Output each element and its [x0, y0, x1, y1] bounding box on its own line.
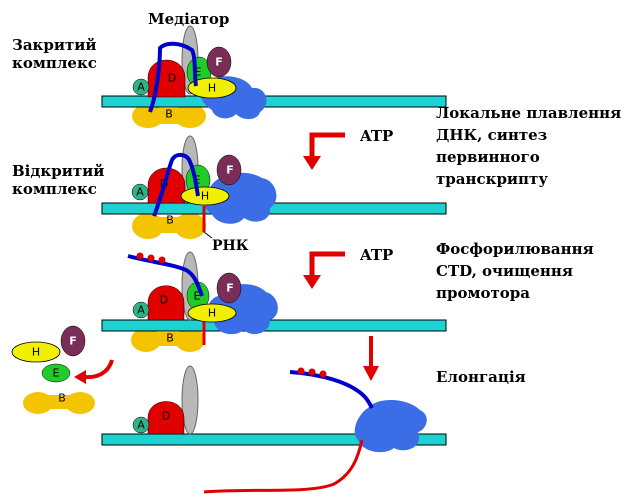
step1-line-3: первинного [436, 148, 540, 166]
closed-complex: B D A E F H [101, 25, 447, 128]
step1-line-4: транскрипту [436, 170, 548, 188]
factor-d-label: D [160, 294, 168, 307]
rna-polymerase [354, 399, 427, 453]
ctd-tail [148, 41, 198, 113]
mediator-label: Медіатор [148, 10, 229, 28]
rna-label: РНК [212, 238, 249, 254]
phosphate-dot [308, 368, 316, 376]
atp-arrow-2 [303, 251, 345, 289]
step2-line-2: CTD, очищення [436, 262, 573, 280]
phosphate-dot [136, 252, 144, 260]
step1-line-2: ДНК, синтез [436, 126, 547, 144]
factor-h-label: H [208, 307, 216, 320]
phosphate-dot [297, 367, 305, 375]
rna-transcript [203, 439, 364, 494]
phosphate-dot [319, 370, 327, 378]
step1-line-1: Локальне плавлення [436, 104, 621, 122]
elongation-label: Елонгація [436, 368, 526, 386]
elongation-complex: D A [101, 365, 447, 494]
factor-d-label: D [168, 72, 176, 85]
open-complex: B D A E F H [101, 135, 447, 239]
closed-complex-label-2: комплекс [12, 54, 97, 72]
rna-polymerase [203, 172, 277, 224]
factor-a-label: A [137, 304, 145, 317]
closed-complex-label-1: Закритий [12, 36, 97, 54]
phosphorylation-complex: B D A E F H [101, 251, 447, 352]
released-factors: H F E B [11, 325, 114, 414]
phosphate-dot [147, 254, 155, 262]
open-complex-label-2: комплекс [12, 180, 97, 198]
factor-d-label: D [162, 410, 170, 423]
elongation-arrow [363, 336, 379, 381]
dna-strand [101, 95, 447, 108]
atp-label-2: ATP [359, 246, 393, 264]
step2-line-1: Фосфорилювання [436, 240, 594, 258]
factor-h-label: H [208, 82, 216, 95]
factor-f-label: F [69, 335, 77, 348]
ctd-tail [289, 370, 374, 409]
factor-b-label: B [58, 392, 66, 405]
open-complex-label-1: Відкритий [12, 162, 104, 180]
factor-h-label: H [32, 346, 40, 359]
factor-b-label: B [166, 214, 174, 227]
ctd-tail [152, 153, 200, 217]
factor-f-label: F [226, 282, 234, 295]
factor-b-label: B [166, 332, 174, 345]
factor-b-label: B [165, 108, 173, 121]
factor-e-label: E [195, 66, 202, 79]
atp-label-1: ATP [359, 127, 393, 145]
factor-a-label: A [137, 419, 145, 432]
factor-f-label: F [215, 56, 223, 69]
step2-line-3: промотора [436, 284, 530, 302]
factor-e-label: E [53, 367, 60, 380]
phosphate-dot [158, 256, 166, 264]
factor-f-label: F [226, 164, 234, 177]
dna-strand [101, 433, 447, 446]
factor-e-label: E [194, 290, 201, 303]
factor-h-label: H [201, 190, 209, 203]
factor-a-label: A [136, 186, 144, 199]
dna-strand [101, 319, 447, 332]
rna-pointer [203, 231, 213, 239]
atp-arrow-1 [303, 132, 345, 170]
ctd-tail [127, 254, 204, 297]
factor-a-label: A [137, 81, 145, 94]
